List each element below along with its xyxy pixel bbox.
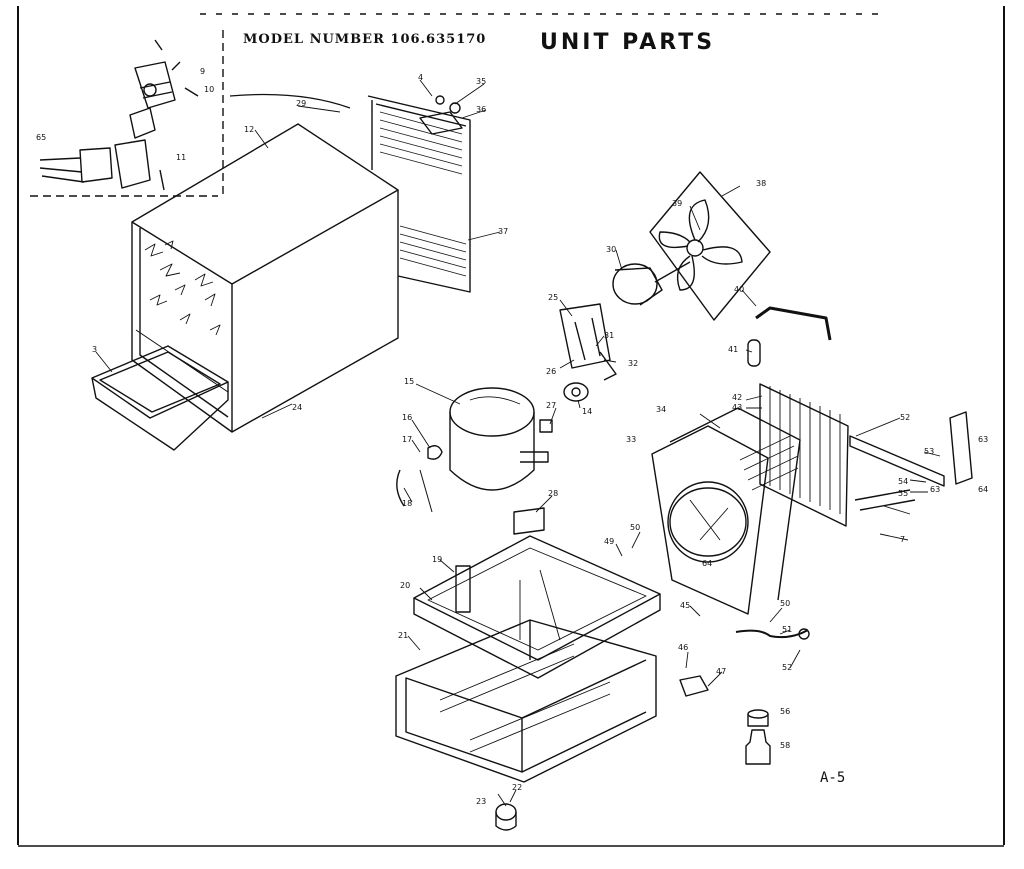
label-35: 35 [476, 77, 486, 86]
cabinet-wrapper [131, 123, 399, 433]
leader-lines [95, 79, 941, 807]
compressor [396, 387, 549, 513]
page-title: UNIT PARTS [540, 30, 716, 55]
label-14: 14 [582, 407, 592, 416]
label-18: 18 [402, 499, 412, 508]
label-65: 65 [36, 133, 46, 142]
front-grille-pattern [144, 240, 221, 336]
label-9: 9 [200, 67, 205, 76]
control-switch-assembly [39, 39, 199, 191]
base-pan [413, 535, 661, 679]
label-46: 46 [678, 643, 688, 652]
front-grille-panel [229, 93, 471, 293]
condenser-fan-blade [649, 171, 771, 321]
label-15: 15 [404, 377, 414, 386]
overload-relay [513, 382, 589, 535]
page-id: A-5 [820, 770, 846, 786]
label-39: 39 [672, 199, 682, 208]
label-11: 11 [176, 153, 186, 162]
mounting-foot [495, 803, 517, 831]
drain-pan [91, 345, 229, 451]
label-31: 31 [604, 331, 614, 340]
capillary-tubing [747, 306, 832, 367]
label-63: 64 [978, 485, 988, 494]
label-24: 24 [292, 403, 302, 412]
label-21: 21 [398, 631, 408, 640]
label-50b: 50 [780, 599, 790, 608]
label-32: 32 [628, 359, 638, 368]
label-41: 41 [728, 345, 738, 354]
label-27: 27 [546, 401, 556, 410]
label-36: 36 [476, 105, 486, 114]
label-55: 54 [898, 477, 908, 486]
label-28: 28 [548, 489, 558, 498]
label-56: 55 [898, 489, 908, 498]
label-52: 52 [782, 663, 792, 672]
label-49: 49 [604, 537, 614, 546]
label-30: 30 [606, 245, 616, 254]
refrigerant-tubing [679, 628, 810, 697]
label-25: 25 [548, 293, 558, 302]
label-53: 52 [900, 413, 910, 422]
label-43: 43 [732, 403, 742, 412]
label-58: 56 [780, 707, 790, 716]
label-47: 47 [716, 667, 726, 676]
label-22: 22 [512, 783, 522, 792]
refrigerant-cans [745, 709, 771, 765]
label-42: 42 [732, 393, 742, 402]
control-knobs [419, 95, 463, 135]
control-inset-border [30, 30, 224, 197]
mounting-rail [849, 411, 973, 511]
label-40: 40 [734, 285, 744, 294]
label-7: 7 [900, 535, 905, 544]
label-34: 34 [656, 405, 666, 414]
evaporator-shroud [651, 407, 801, 615]
label-10: 10 [204, 85, 214, 94]
label-64: 64 [702, 559, 712, 568]
label-17: 17 [402, 435, 412, 444]
label-60a: 63 [978, 435, 988, 444]
fan-motor [612, 261, 691, 306]
label-38: 38 [756, 179, 766, 188]
label-59: 58 [780, 741, 790, 750]
motor-mount-bracket [559, 303, 617, 381]
part-number-labels: 12 29 4 35 36 37 65 9 10 11 3 24 38 39 3… [36, 67, 988, 806]
model-number: MODEL NUMBER 106.635170 [243, 32, 487, 47]
label-37: 37 [498, 227, 508, 236]
label-29: 29 [296, 99, 306, 108]
label-45: 45 [680, 601, 690, 610]
label-33: 33 [626, 435, 636, 444]
label-3: 3 [92, 345, 97, 354]
label-23: 23 [476, 797, 486, 806]
label-12: 12 [244, 125, 254, 134]
label-16: 16 [402, 413, 412, 422]
label-54: 53 [924, 447, 934, 456]
label-26: 26 [546, 367, 556, 376]
condenser-coil [759, 383, 849, 527]
base-frame [395, 619, 657, 783]
label-4: 4 [418, 73, 423, 82]
label-20: 20 [400, 581, 410, 590]
label-51: 51 [782, 625, 792, 634]
label-19: 19 [432, 555, 442, 564]
label-50: 50 [630, 523, 640, 532]
label-60b: 63 [930, 485, 940, 494]
